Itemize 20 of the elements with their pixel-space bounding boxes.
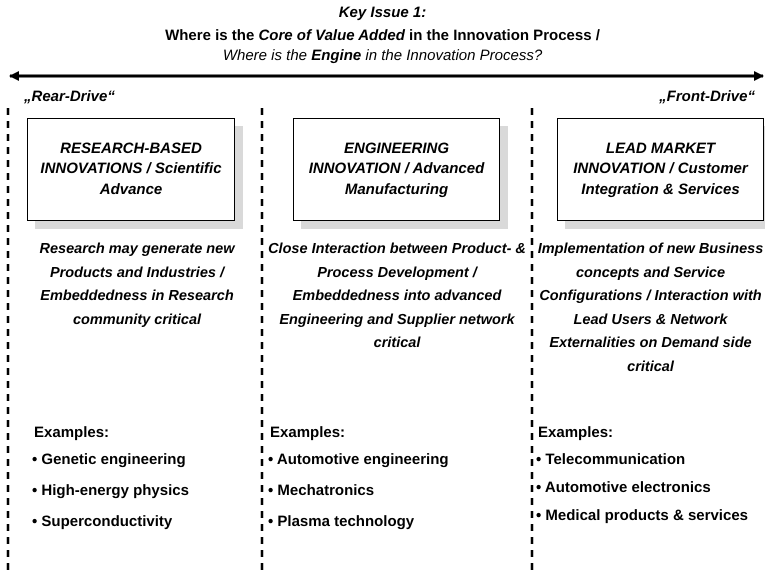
list-item: • Telecommunication [536, 450, 686, 470]
list-item: • Mechatronics [268, 481, 376, 501]
list-item: • High-energy physics [32, 481, 190, 501]
description: Research may generate new Products and Industries / Embeddedness in Research community critical [38, 240, 236, 330]
subtitle: Where is the Engine in the Innovation Process? [222, 47, 544, 64]
drive-label: „Front-Drive“ [659, 88, 755, 105]
examples-heading: Examples: [270, 424, 346, 441]
description: Close Interaction between Product- & Process Development / Embeddedness into advanced Engineering and Supplier network critical [267, 240, 527, 353]
list-item: • Medical products & services [536, 506, 749, 526]
title: Key Issue 1: [338, 4, 428, 21]
subtitle: Where is the Core of Value Added in the Innovation Process / [164, 27, 601, 44]
examples-heading: Examples: [34, 424, 110, 441]
description: Implementation of new Business concepts and Service Configurations / Interaction with Lead Users & Network Externalities on Demand side critical [536, 240, 764, 376]
list-item: • Automotive engineering [268, 450, 450, 470]
list-item: • Superconductivity [32, 512, 174, 532]
examples-heading: Examples: [538, 424, 614, 441]
list-item: • Plasma technology [268, 512, 416, 532]
drive-label: „Rear-Drive“ [24, 88, 115, 105]
list-item: • Genetic engineering [32, 450, 187, 470]
list-item: • Automotive electronics [536, 478, 712, 498]
